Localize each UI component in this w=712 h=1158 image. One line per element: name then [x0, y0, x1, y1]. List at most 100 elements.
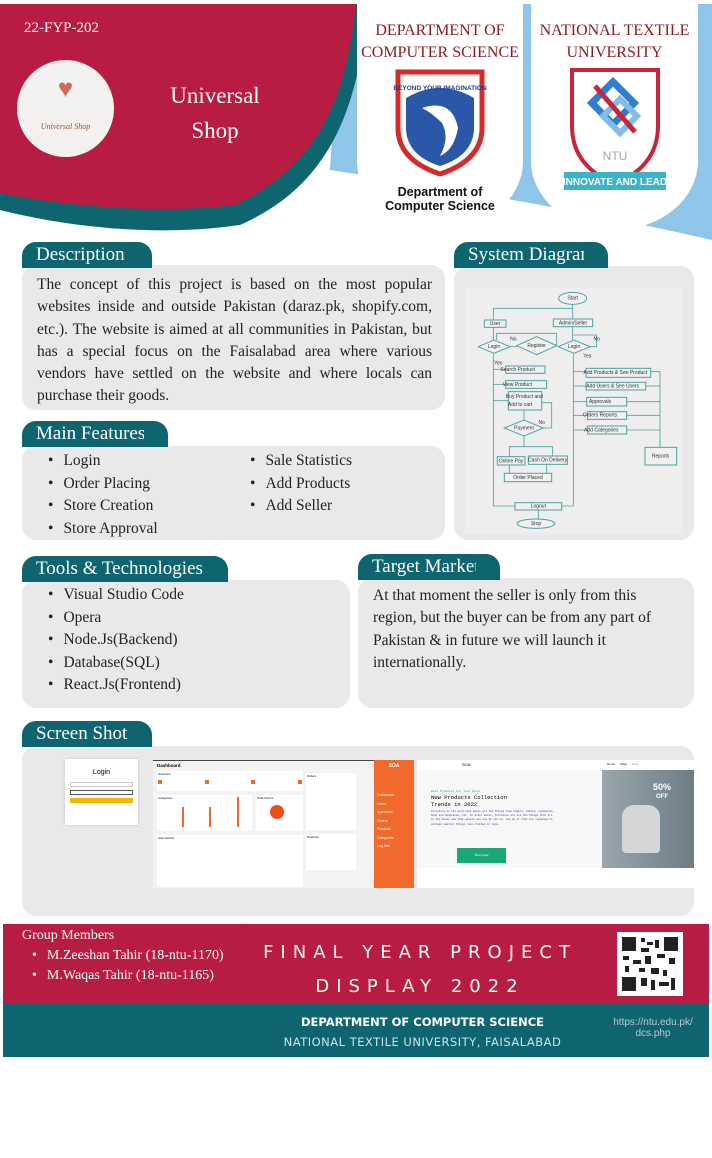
fyp-banner: FINAL YEAR PROJECT DISPLAY 2022 — [250, 936, 590, 1004]
footer-university: NATIONAL TEXTILE UNIVERSITY, FAISALABAD — [283, 1035, 562, 1049]
department-shield-logo: BEYOND YOUR IMAGINATION — [393, 69, 487, 177]
fc-add-products: Add Products & See Product — [584, 370, 648, 376]
ss-menu-item: Products — [377, 827, 391, 831]
project-title: Universal Shop — [150, 78, 280, 148]
ss-menu-item: Users — [377, 801, 387, 806]
fc-approvals: Approvals — [589, 399, 612, 405]
ss-menu-item: Categories — [377, 835, 394, 840]
fc-categories: Add Categories — [584, 427, 619, 433]
logo-text: Universal Shop — [40, 122, 91, 131]
ss-hero-title1: New Products Collection — [431, 794, 507, 801]
chair-image — [622, 805, 660, 853]
dashboard-screenshot: Dashboard Overview Categories Total Orde… — [153, 760, 375, 888]
supervisors: Supervisor: Dr. C.M. Nadeem Faisal Co Su… — [22, 1011, 227, 1158]
dept-url[interactable]: https://ntu.edu.pk/ dcs.php — [598, 1017, 708, 1039]
feature-item: Add Products — [250, 473, 352, 496]
footer-bottom — [3, 1003, 709, 1057]
tool-item: React.Js(Frontend) — [48, 674, 184, 697]
dept-logo-motto: BEYOND YOUR IMAGINATION — [393, 85, 487, 92]
fc-login-admin: Login — [568, 344, 580, 350]
fc-no-2: No — [593, 337, 600, 343]
ss-discount-off: OFF — [656, 794, 668, 800]
ss-menu-item: Orders — [377, 818, 388, 823]
fc-search: Search Product — [500, 367, 535, 373]
project-title-line2: Shop — [191, 118, 239, 143]
ss-shop-now: Shop Now — [457, 848, 506, 863]
fc-no-1: No — [510, 337, 517, 343]
fc-placed: Order Placed — [513, 475, 543, 481]
feature-item: Store Approval — [48, 518, 157, 541]
ss-total-orders: Total Orders — [257, 796, 274, 800]
description-panel — [22, 265, 445, 410]
target-heading: Target Market — [358, 554, 500, 580]
dept-logo-caption-line2: Computer Science — [385, 199, 495, 213]
dept-logo-caption-line1: Department of — [397, 185, 483, 199]
co-supervisor: Co Supervisor Miss Sara Naeem — [22, 1119, 212, 1134]
fc-login-user: Login — [488, 344, 500, 350]
ss-menu-item: Log Out — [377, 844, 390, 848]
tools-list: Visual Studio Code Opera Node.Js(Backend… — [48, 584, 184, 697]
ntu-motto: INNOVATE AND LEAD — [562, 177, 666, 188]
fc-reports: Reports — [652, 453, 670, 459]
uni-title-line1: NATIONAL TEXTILE — [539, 22, 690, 39]
fc-stop: Stop — [531, 521, 542, 527]
description-text: The concept of this project is based on … — [37, 276, 432, 405]
tools-heading: Tools & Technologies — [22, 556, 228, 582]
ss-hero-kicker: Best Products For Your Need — [431, 790, 480, 793]
fc-admin: Admin/Seller — [559, 320, 588, 326]
supervisor: Supervisor: Dr. C.M. Nadeem Faisal — [22, 1056, 227, 1071]
ss-brand: SOA — [388, 763, 400, 769]
fc-view: View Product — [503, 382, 533, 388]
fc-user: User — [490, 321, 501, 327]
ss-categories: Categories — [158, 796, 173, 800]
feature-item: Add Seller — [250, 495, 352, 518]
screenshots-heading: Screen Shots — [22, 721, 152, 747]
url-line2[interactable]: dcs.php — [635, 1028, 671, 1039]
fc-payment: Payment — [514, 425, 534, 431]
heart-hanger-icon: ♥ — [57, 74, 74, 103]
universal-shop-logo: ♥ Universal Shop — [17, 60, 114, 157]
fc-start: Start — [567, 296, 578, 302]
system-diagram-heading: System Diagram — [454, 242, 608, 268]
institution: DEPARTMENT OF COMPUTER SCIENCE NATIONAL … — [250, 1012, 595, 1052]
member-item: M.Zeeshan Tahir (18-ntu-1170) — [32, 946, 224, 966]
target-text: At that moment the seller is only from t… — [373, 587, 652, 671]
fc-cod: Cash On Delivery — [528, 458, 568, 464]
fc-buy-2: Add to cart — [508, 402, 533, 408]
url-line1[interactable]: https://ntu.edu.pk/ — [613, 1017, 693, 1028]
ss-products: Products — [306, 834, 356, 870]
fc-orders: Orders Reports — [583, 413, 618, 419]
fc-logout: Logout — [531, 504, 547, 510]
target-panel — [358, 578, 694, 708]
ss-overview: Overview — [158, 772, 171, 776]
ss-orders: Orders — [306, 773, 356, 830]
feature-item: Sale Statistics — [250, 450, 352, 473]
footer-divider — [247, 924, 248, 1057]
footer-dept: DEPARTMENT OF COMPUTER SCIENCE — [300, 1015, 545, 1029]
fc-yes-2: Yes — [583, 353, 592, 359]
login-screenshot: Login — [65, 759, 138, 825]
ss-nav-item: Shop — [620, 762, 628, 766]
university-card: NATIONAL TEXTILE UNIVERSITY NTU INNOVATE… — [531, 4, 698, 230]
qr-code[interactable] — [617, 932, 683, 996]
ss-hero-title2: Trends in 2022 — [431, 801, 478, 808]
tool-item: Node.Js(Backend) — [48, 629, 184, 652]
fc-no-3: No — [538, 420, 545, 426]
feature-item: Login — [48, 450, 158, 473]
fc-online: Online Pay — [499, 458, 524, 464]
tool-item: Visual Studio Code — [48, 584, 184, 607]
department-card: DEPARTMENT OF COMPUTER SCIENCE BEYOND YO… — [357, 4, 523, 230]
member-item: M.Waqas Tahir (18-ntu-1165) — [32, 966, 224, 986]
project-title-line1: Universal — [170, 83, 260, 108]
banner-line2: DISPLAY 2022 — [315, 976, 525, 997]
uni-title-line2: UNIVERSITY — [566, 44, 663, 61]
fc-yes-1: Yes — [494, 361, 503, 367]
ss-dashboard-title: Dashboard — [157, 763, 181, 768]
tool-item: Database(SQL) — [48, 652, 184, 675]
banner-line1: FINAL YEAR PROJECT — [263, 942, 577, 963]
dept-title-line1: DEPARTMENT OF — [375, 22, 505, 39]
ss-user-activity: User Activity — [157, 835, 303, 887]
fc-register: Register — [527, 343, 546, 349]
feature-item: Order Placing — [48, 473, 158, 496]
